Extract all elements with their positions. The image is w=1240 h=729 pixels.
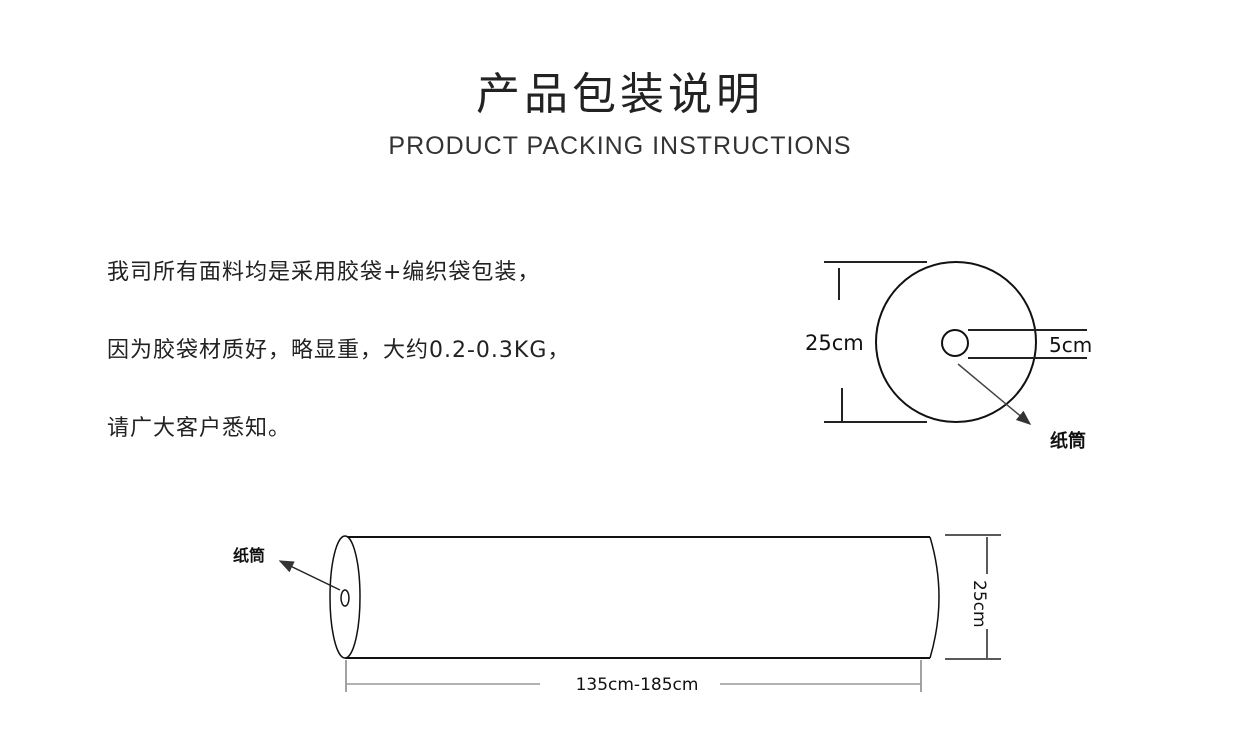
roll-right-end xyxy=(929,536,940,659)
core-diameter-label: 5cm xyxy=(1049,333,1092,357)
core-hole xyxy=(340,589,350,607)
side-diameter-label: 25cm xyxy=(969,580,989,628)
roll-left-end xyxy=(329,535,361,659)
core-circle xyxy=(941,329,969,357)
roll-outer-circle xyxy=(875,261,1037,423)
arrow-icon xyxy=(278,560,341,591)
length-label: 135cm-185cm xyxy=(576,675,699,695)
roll-side-view: 纸筒 25cm 135cm-185cm xyxy=(233,534,1001,695)
page-title: 产品包装说明 xyxy=(476,69,764,120)
core-name-label: 纸筒 xyxy=(233,546,265,565)
description-line-1: 我司所有面料均是采用胶袋+编织袋包装， xyxy=(107,260,541,285)
arrow-icon xyxy=(957,363,1032,425)
description-line-2: 因为胶袋材质好，略显重，大约0.2-0.3KG， xyxy=(107,338,571,363)
core-name-label: 纸筒 xyxy=(1050,430,1086,452)
description-line-3: 请广大客户悉知。 xyxy=(107,416,292,441)
diameter-label: 25cm xyxy=(805,331,864,355)
roll-end-view: 25cm 5cm 纸筒 xyxy=(805,261,1092,452)
page-subtitle: PRODUCT PACKING INSTRUCTIONS xyxy=(388,132,852,160)
